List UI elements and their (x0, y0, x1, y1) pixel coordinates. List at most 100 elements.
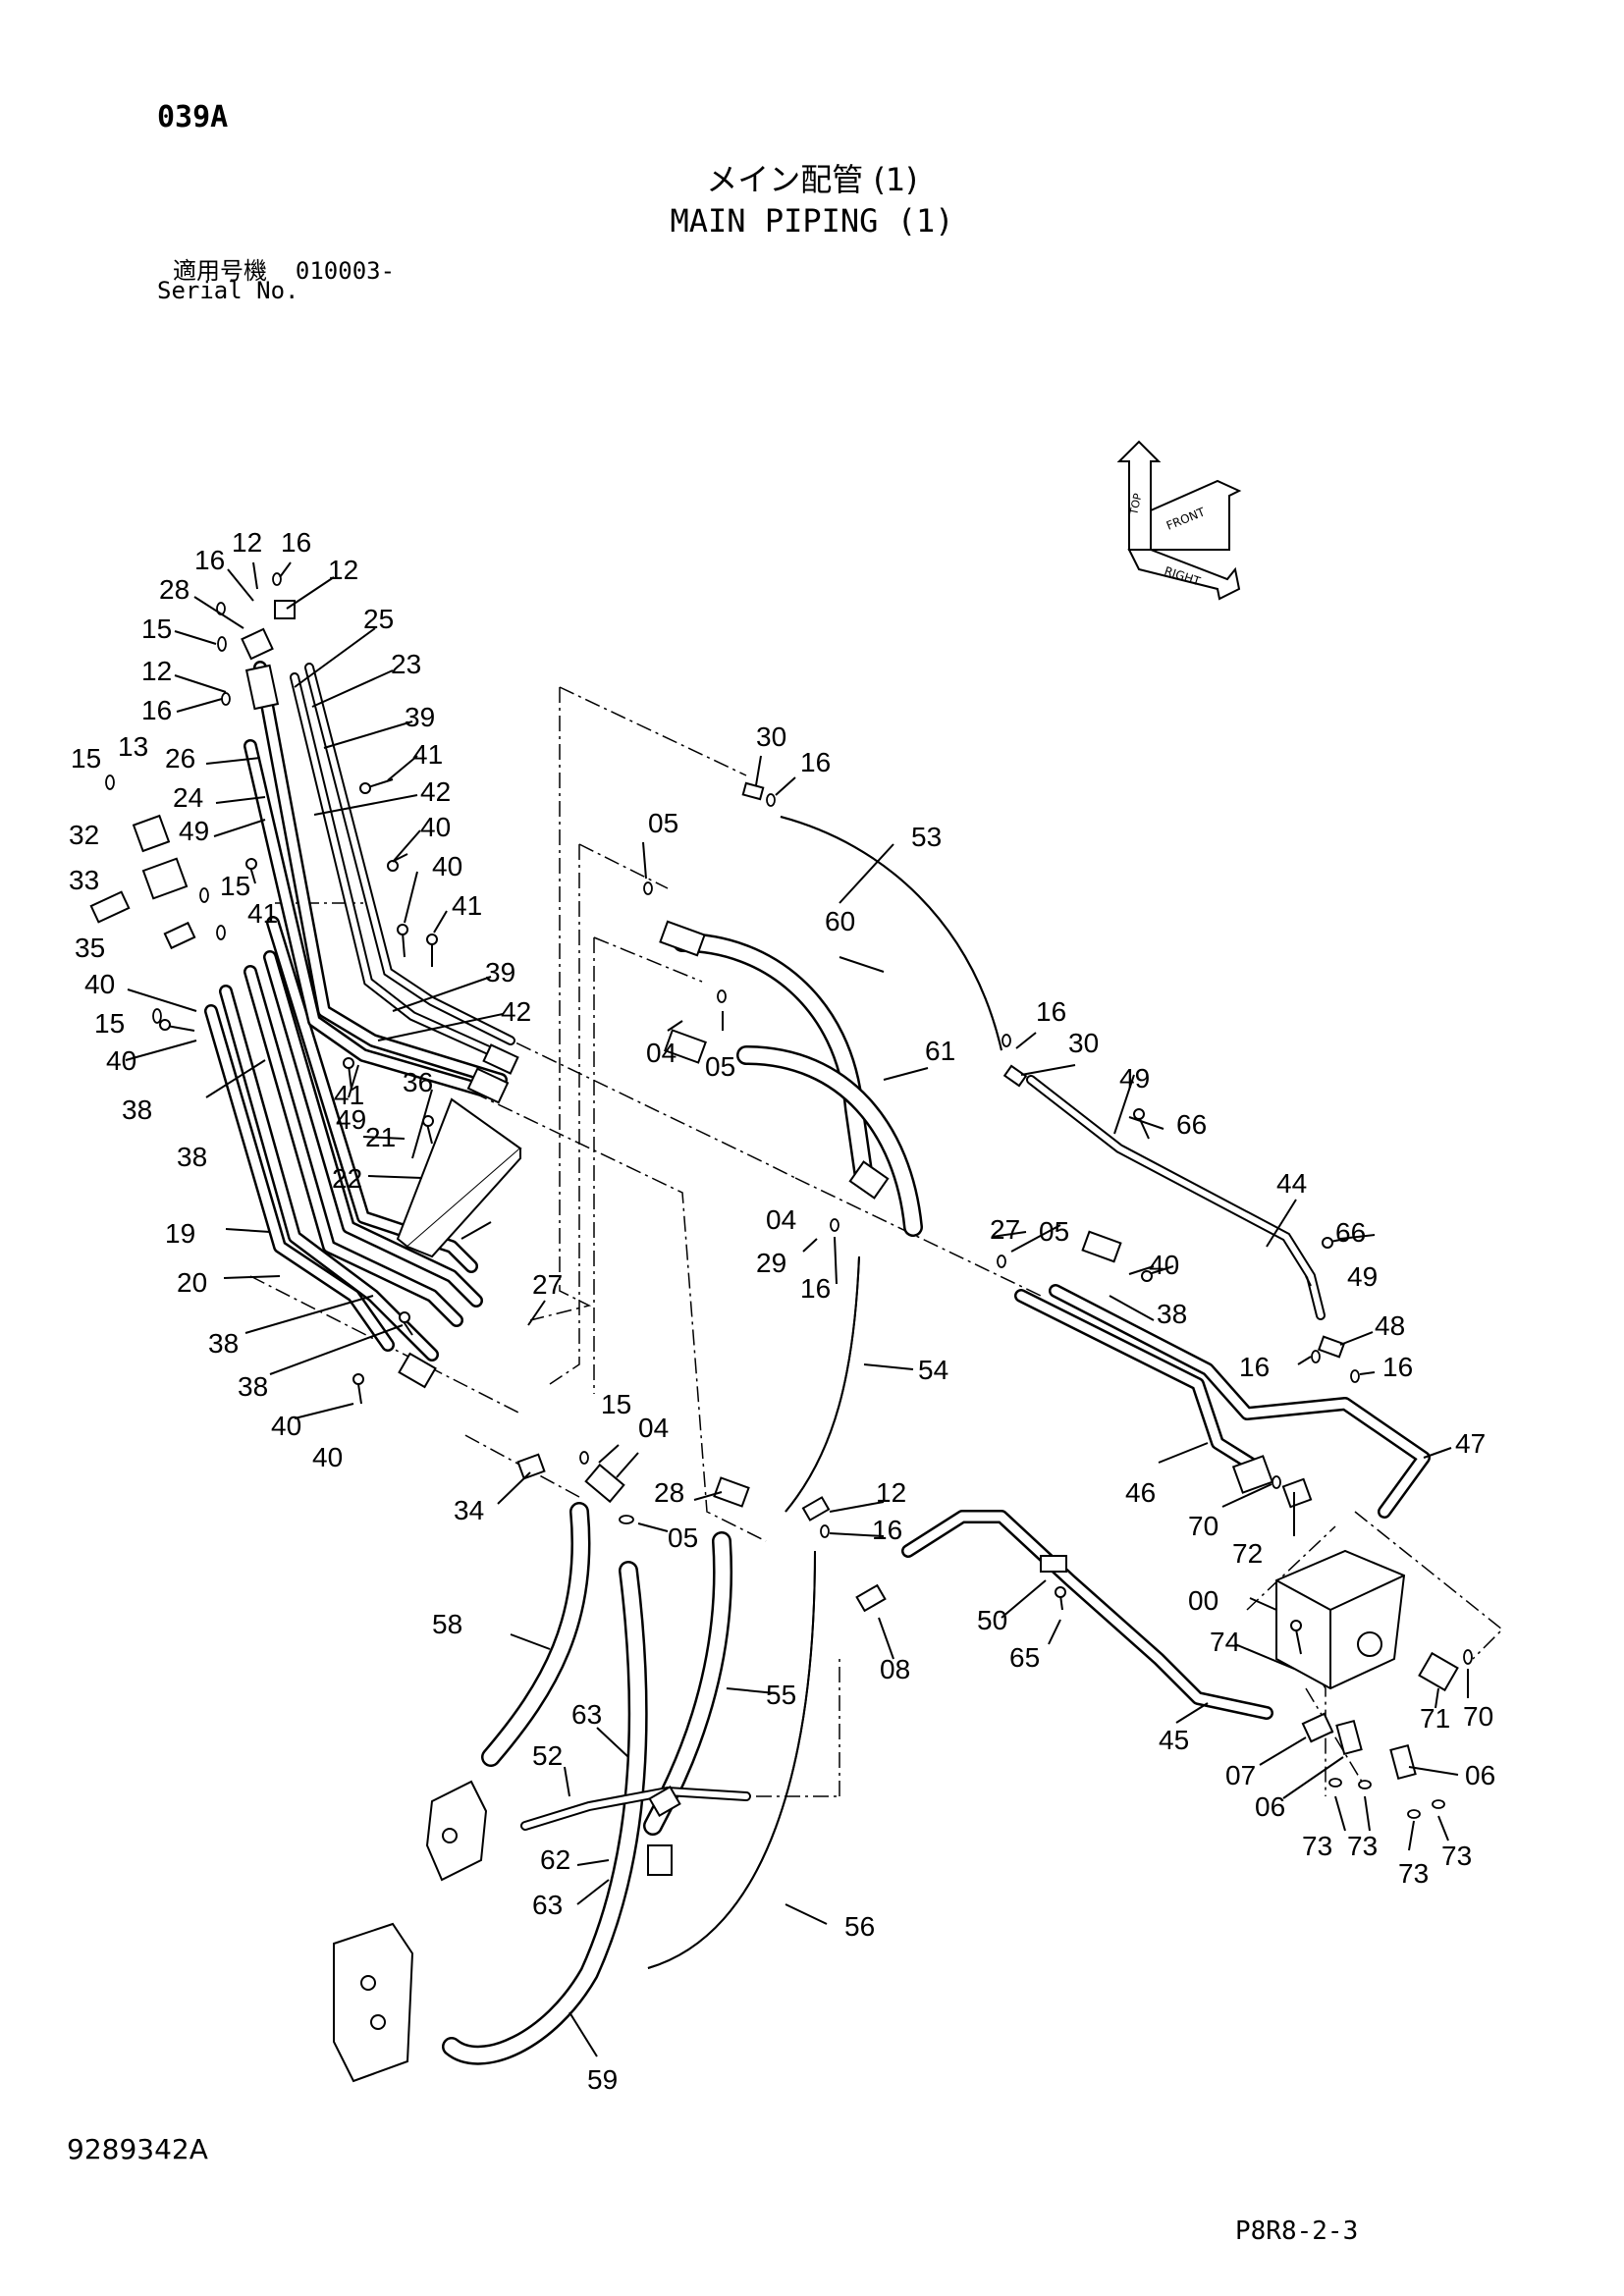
callout-label: 30 (1068, 1028, 1099, 1058)
callout-label: 53 (911, 822, 942, 852)
page-reference: P8R8-2-3 (1235, 2216, 1359, 2246)
callout-label: 41 (452, 890, 482, 921)
callout-label: 48 (1375, 1310, 1405, 1341)
serial-value: 010003- (295, 257, 396, 285)
callout-label: 35 (75, 933, 105, 963)
callout-label: 16 (1036, 996, 1066, 1027)
callout-label: 05 (648, 808, 678, 838)
callout-label: 61 (925, 1036, 955, 1066)
orientation-top-label: TOP (1127, 492, 1145, 517)
callout-label: 12 (141, 656, 172, 686)
callout-label: 16 (281, 527, 311, 558)
callout-label: 49 (336, 1104, 366, 1135)
callout-label: 42 (420, 776, 451, 807)
callout-label: 70 (1188, 1511, 1218, 1541)
callout-label: 54 (918, 1355, 948, 1385)
valve-blocks (333, 1549, 1406, 2083)
callout-label: 16 (800, 747, 831, 777)
callout-label: 06 (1465, 1760, 1495, 1790)
callout-label: 47 (1455, 1428, 1486, 1459)
callout-label: 70 (1463, 1701, 1493, 1732)
callout-label: 45 (1159, 1725, 1189, 1755)
callout-label: 42 (501, 996, 531, 1027)
callout-label: 40 (312, 1442, 343, 1472)
callout-label: 04 (638, 1413, 669, 1443)
fittings (89, 600, 1459, 1876)
callout-label: 13 (118, 731, 148, 762)
callout-label: 40 (106, 1045, 136, 1076)
callout-label: 05 (1039, 1216, 1069, 1247)
callout-label: 28 (654, 1477, 684, 1508)
callout-label: 63 (532, 1890, 563, 1920)
callout-label: 20 (177, 1267, 207, 1298)
callout-label: 41 (247, 898, 278, 929)
callout-label: 26 (165, 743, 195, 774)
callout-label: 66 (1176, 1109, 1207, 1140)
callout-label: 63 (571, 1699, 602, 1730)
callout-label: 29 (756, 1248, 786, 1278)
callout-label: 40 (271, 1411, 301, 1441)
callout-label: 15 (601, 1389, 631, 1419)
callout-label: 08 (880, 1654, 910, 1684)
title-english: MAIN PIPING (1) (670, 202, 954, 240)
page-code: 039A (157, 100, 229, 134)
callout-label: 65 (1009, 1642, 1040, 1673)
callout-label: 30 (756, 721, 786, 752)
callout-label: 28 (159, 574, 189, 605)
callout-label: 36 (403, 1067, 433, 1097)
callout-label: 38 (1157, 1299, 1187, 1329)
callout-label: 16 (872, 1515, 902, 1545)
callout-label: 12 (876, 1477, 906, 1508)
callout-label: 25 (363, 604, 394, 634)
callout-label: 40 (432, 851, 462, 881)
callout-label: 05 (705, 1051, 735, 1082)
hoses-lower (442, 1502, 751, 2065)
callout-label: 62 (540, 1844, 570, 1875)
callout-label: 15 (220, 871, 250, 901)
callout-label: 19 (165, 1218, 195, 1249)
callout-label: 74 (1210, 1627, 1240, 1657)
o-rings (105, 572, 1473, 1819)
callout-label: 49 (1119, 1063, 1150, 1094)
serial-jp-label: 適用号機 (173, 257, 267, 285)
callout-label: 72 (1232, 1538, 1263, 1569)
callout-label: 46 (1125, 1477, 1156, 1508)
callout-label: 12 (232, 527, 262, 558)
callout-label: 04 (646, 1038, 677, 1068)
callout-label: 38 (238, 1371, 268, 1402)
callout-label: 44 (1276, 1168, 1307, 1199)
callout-label: 12 (328, 555, 358, 585)
callout-label: 40 (84, 969, 115, 999)
callout-label: 59 (587, 2064, 618, 2095)
callout-label: 06 (1255, 1791, 1285, 1822)
callout-label: 04 (766, 1204, 796, 1235)
callout-label: 50 (977, 1605, 1007, 1635)
callout-label: 24 (173, 782, 203, 813)
callout-label: 15 (141, 614, 172, 644)
callout-label: 16 (1382, 1352, 1413, 1382)
callout-label: 00 (1188, 1585, 1218, 1616)
callout-label: 07 (1225, 1760, 1256, 1790)
callout-label: 21 (365, 1122, 396, 1152)
callout-label: 38 (122, 1095, 152, 1125)
callout-label: 55 (766, 1680, 796, 1710)
callout-label: 52 (532, 1740, 563, 1771)
drawing-number: 9289342A (67, 2133, 208, 2165)
callout-label: 73 (1398, 1858, 1429, 1889)
callout-label: 39 (405, 702, 435, 732)
callout-label: 05 (668, 1522, 698, 1553)
hoses-upper (647, 816, 1002, 1969)
bolts (159, 778, 1346, 1655)
callout-label: 16 (1239, 1352, 1270, 1382)
callout-label: 38 (177, 1142, 207, 1172)
callout-label: 40 (1149, 1250, 1179, 1280)
callout-label: 56 (844, 1911, 875, 1942)
callout-label: 22 (332, 1163, 362, 1194)
serial-label-japanese: 適用号機 010003- (173, 251, 395, 286)
callout-label: 49 (179, 816, 209, 846)
callout-label: 71 (1420, 1703, 1450, 1734)
callout-label: 15 (71, 743, 101, 774)
title-japanese: メイン配管 (1) (706, 161, 918, 198)
callout-label: 73 (1441, 1841, 1472, 1871)
